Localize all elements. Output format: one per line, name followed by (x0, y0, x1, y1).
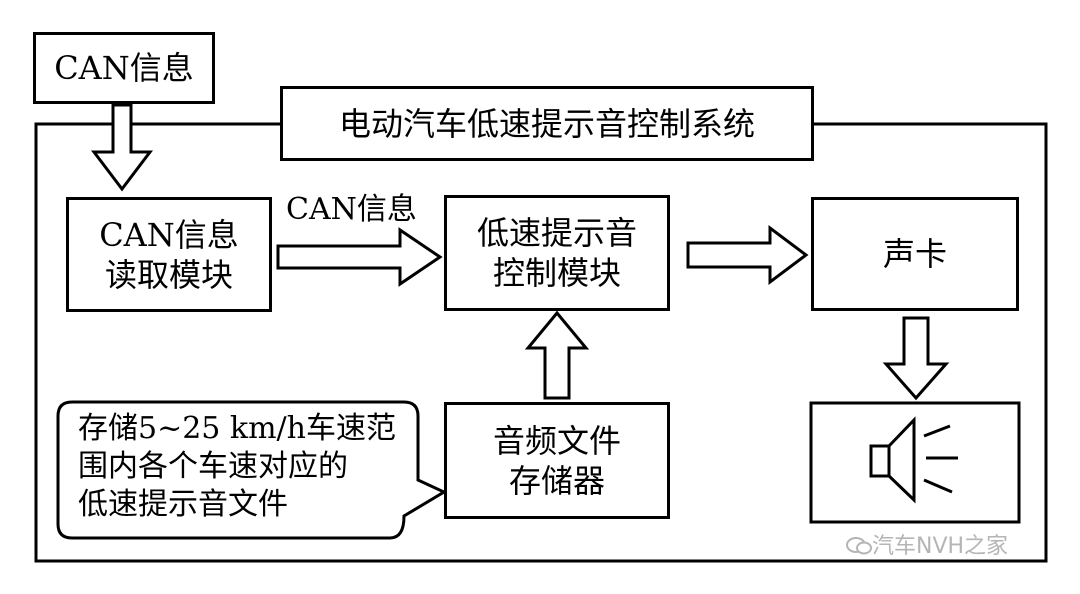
can-reader-module: CAN信息 读取模块 (66, 197, 272, 312)
arrow-soundcard-to-speaker (882, 316, 950, 401)
sound-card-module: 声卡 (811, 197, 1019, 311)
arrow-controller-to-soundcard (686, 225, 809, 285)
speaker-icon (869, 416, 958, 504)
system-title-box: 电动汽车低速提示音控制系统 (280, 86, 814, 161)
system-title: 电动汽车低速提示音控制系统 (338, 104, 755, 143)
watermark-text: 汽车NVH之家 (872, 534, 1009, 559)
can-input-box: CAN信息 (33, 32, 215, 104)
sound-card-label: 声卡 (882, 235, 947, 273)
arrow-storage-to-controller (524, 310, 590, 400)
arrow-can-label: CAN信息 (286, 192, 417, 227)
audio-storage-label: 音频文件 存储器 (492, 421, 621, 500)
note-text: 存储5~25 km/h车速范 围内各个车速对应的 低速提示音文件 (78, 411, 396, 522)
wechat-icon (846, 536, 872, 555)
audio-storage-module: 音频文件 存储器 (444, 402, 670, 519)
can-input-label: CAN信息 (54, 49, 194, 87)
note-callout (56, 400, 448, 540)
can-reader-label: CAN信息 读取模块 (99, 215, 239, 294)
controller-module: 低速提示音 控制模块 (444, 195, 670, 311)
arrow-input-down (90, 103, 154, 192)
arrow-reader-to-controller (276, 227, 443, 287)
controller-label: 低速提示音 控制模块 (476, 214, 637, 292)
watermark: 汽车NVH之家 (846, 528, 1008, 560)
system-boundary (34, 122, 1048, 563)
